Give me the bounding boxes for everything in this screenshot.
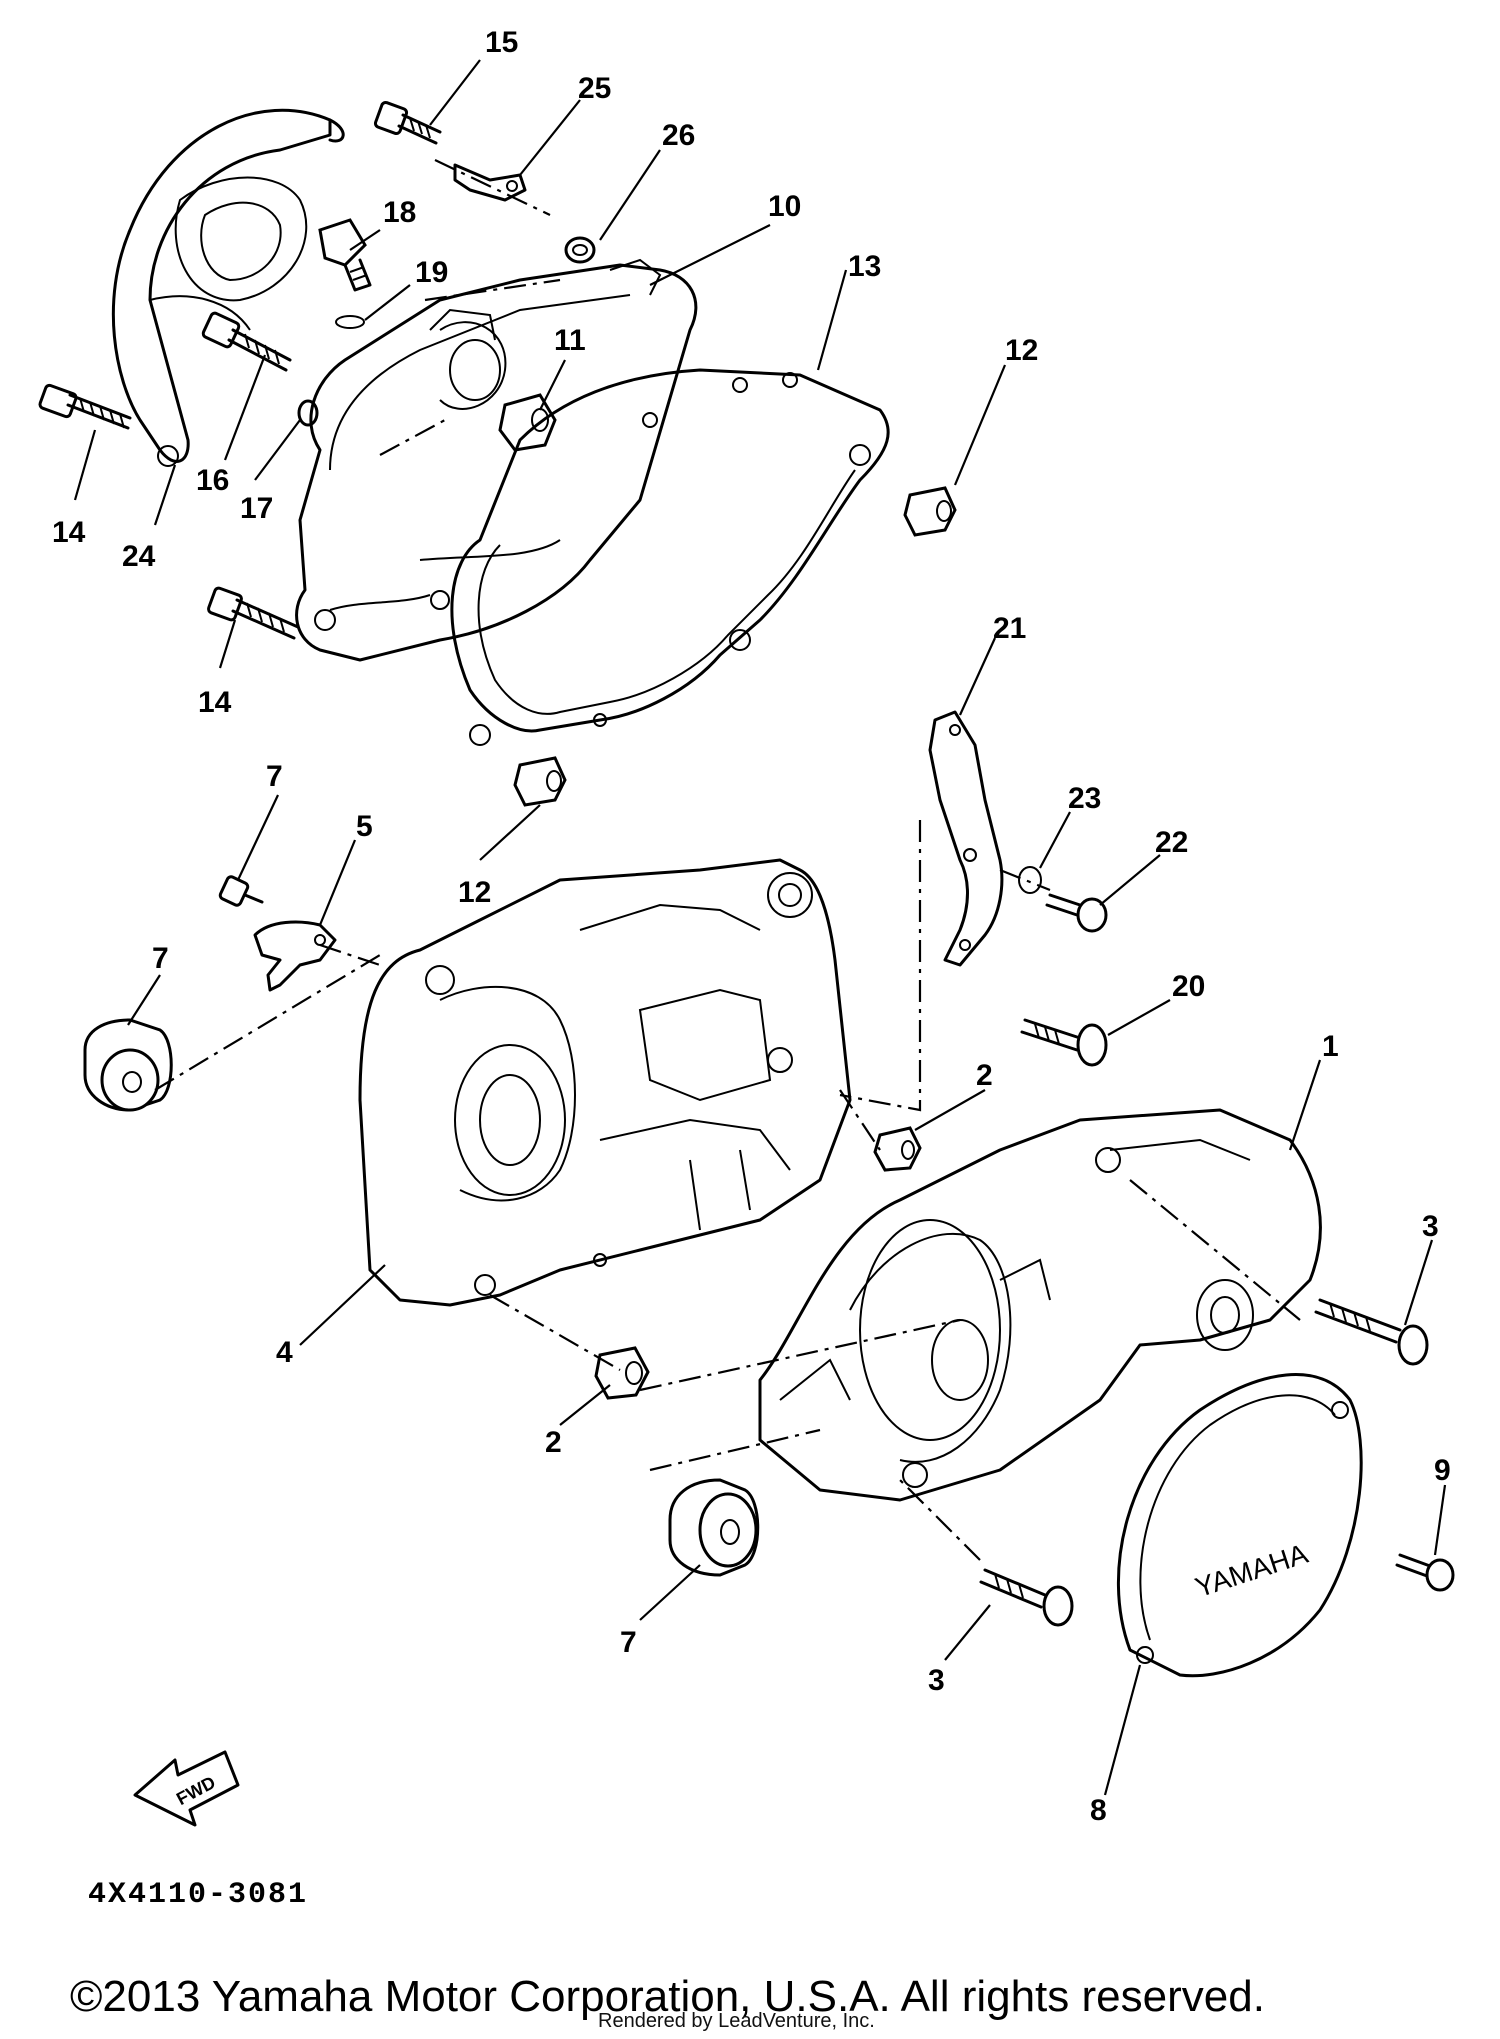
rubber-mount-part-7-lower (668, 1478, 760, 1577)
fwd-arrow-icon: FWD (133, 1750, 240, 1827)
side-cover-part-8: YAMAHA (1117, 1373, 1363, 1678)
o-ring-part-19 (335, 315, 365, 329)
bracket-part-21 (928, 710, 1004, 967)
part-label-3-right: 3 (1422, 1210, 1439, 1243)
part-label-13: 13 (848, 250, 881, 283)
bracket-part-25 (453, 163, 527, 202)
part-label-6: 7 (266, 760, 283, 793)
alignment-lines (154, 159, 1301, 1561)
part-label-12-upper: 12 (1005, 334, 1038, 367)
bolt-part-15 (373, 100, 442, 145)
screw-part-22 (1045, 893, 1108, 933)
part-label-2-upper: 2 (976, 1059, 993, 1092)
dowel-part-12-upper (903, 486, 957, 537)
part-label-11: 11 (554, 324, 586, 357)
collar-part-11 (498, 393, 557, 452)
screw-part-20 (1020, 1018, 1108, 1067)
part-label-8: 8 (1090, 1794, 1107, 1827)
fwd-arrow-text: FWD (173, 1772, 219, 1809)
part-label-12-lower: 12 (458, 876, 491, 909)
part-number-labels: 15 25 26 10 13 18 19 11 12 16 17 14 24 1… (52, 26, 1451, 1697)
part-label-14-left: 14 (52, 516, 86, 549)
part-label-25: 25 (578, 72, 611, 105)
dowel-part-12-lower (513, 756, 567, 807)
bolt-part-6 (218, 875, 264, 907)
part-label-22: 22 (1155, 826, 1188, 859)
bolt-part-3-lower (979, 1568, 1074, 1627)
part-label-7-left: 7 (152, 942, 169, 975)
part-label-26: 26 (662, 119, 695, 152)
bolt-part-14-lower (207, 586, 300, 640)
part-label-9: 9 (1434, 1454, 1451, 1487)
leader-lines (73, 59, 1447, 1796)
crankcase-cover-part-10 (295, 258, 698, 662)
bracket-part-5 (253, 920, 337, 992)
part-label-23: 23 (1068, 782, 1101, 815)
part-label-21: 21 (993, 612, 1026, 645)
crankcase-left-part-4 (358, 858, 852, 1307)
figure-code: 4X4110-3081 (88, 1878, 309, 1912)
part-label-5: 5 (356, 810, 373, 843)
outer-cover-part-24 (111, 108, 345, 467)
part-label-16: 16 (196, 464, 229, 497)
part-label-3-lower: 3 (928, 1664, 945, 1697)
part-label-18: 18 (383, 196, 416, 229)
bolt-part-16 (201, 311, 292, 372)
copyright-text: ©2013 Yamaha Motor Corporation, U.S.A. A… (70, 1972, 1265, 2021)
gasket-part-13 (450, 368, 890, 746)
part-label-14-lower: 14 (198, 686, 232, 719)
part-label-15: 15 (485, 26, 518, 59)
rendered-by-text: Rendered by LeadVenture, Inc. (598, 2010, 875, 2032)
cover-brand-text: YAMAHA (1191, 1538, 1311, 1603)
part-label-17: 17 (240, 492, 273, 525)
part-label-24: 24 (122, 540, 156, 573)
rubber-mount-part-7-left (83, 1018, 173, 1112)
part-label-10: 10 (768, 190, 801, 223)
part-label-19: 19 (415, 256, 448, 289)
screw-part-9 (1395, 1553, 1455, 1592)
part-label-20: 20 (1172, 970, 1205, 1003)
part-label-7-lower: 7 (620, 1626, 637, 1659)
cap-part-26 (564, 236, 596, 264)
fitting-part-18 (318, 218, 372, 292)
part-label-2-lower: 2 (545, 1426, 562, 1459)
bolt-part-14-left (38, 383, 132, 430)
part-label-4: 4 (276, 1336, 293, 1369)
dowel-part-2-upper (873, 1126, 922, 1172)
crankcase-right-part-1 (758, 1108, 1322, 1502)
washer-part-23 (1018, 866, 1042, 894)
bolt-part-3-right (1314, 1298, 1429, 1366)
part-label-1: 1 (1322, 1030, 1339, 1063)
